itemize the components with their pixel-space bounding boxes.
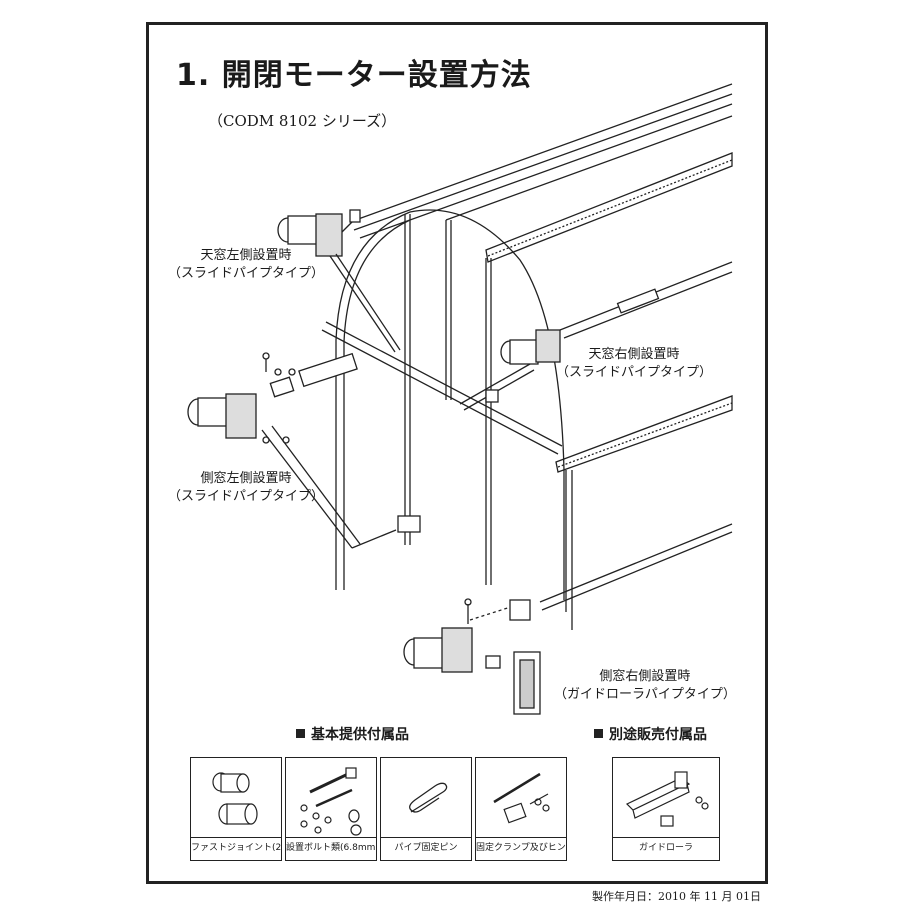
roof-right-motor bbox=[459, 329, 561, 411]
accessory-bolts: 設置ボルト類(6.8mm) bbox=[285, 757, 377, 861]
label-roof-right: 天窓右側設置時 （スライドパイプタイプ） bbox=[556, 347, 713, 380]
label-roof-left: 天窓左側設置時 （スライドパイプタイプ） bbox=[168, 248, 325, 281]
accessory-guide-roller: ガイドローラ bbox=[612, 757, 720, 861]
side-pipe bbox=[539, 523, 733, 611]
square-bullet-icon bbox=[594, 729, 603, 738]
accessory-clamp-hinge: 固定クランプ及びヒンジボルト bbox=[475, 757, 567, 861]
production-date: 製作年月日：2010 年 11 月 01日 bbox=[592, 890, 761, 903]
roof-slide-pipe bbox=[559, 261, 733, 339]
fast-joint-icon bbox=[212, 772, 258, 825]
side-left-motor bbox=[187, 352, 421, 549]
side-right-motor bbox=[403, 598, 541, 715]
accessory-fast-joint: ファストジョイント(25mm) bbox=[190, 757, 282, 861]
roof-left-motor bbox=[277, 209, 401, 353]
label-side-left: 側窓左側設置時 （スライドパイプタイプ） bbox=[168, 471, 325, 504]
tie-beam bbox=[321, 321, 563, 455]
section-optional-accessories: 別途販売付属品 bbox=[594, 724, 707, 744]
arches bbox=[335, 209, 573, 630]
square-bullet-icon bbox=[296, 729, 305, 738]
page-frame bbox=[146, 22, 768, 884]
pipe-pin-icon bbox=[409, 782, 448, 813]
side-gutter bbox=[555, 395, 733, 473]
clamp-hinge-icon bbox=[493, 772, 550, 824]
page-subtitle: （CODM 8102 シリーズ） bbox=[208, 112, 397, 130]
page-title: 1. 開閉モーター設置方法 bbox=[176, 58, 532, 93]
accessory-pipe-pin: パイプ固定ピン bbox=[380, 757, 472, 861]
bolt-set-icon bbox=[300, 767, 362, 836]
ridge-gutter bbox=[485, 152, 733, 263]
section-basic-accessories: 基本提供付属品 bbox=[296, 724, 409, 744]
label-side-right: 側窓右側設置時 （ガイドローラパイプタイプ） bbox=[554, 669, 736, 702]
guide-roller-icon bbox=[625, 771, 709, 827]
roof-pipes bbox=[349, 83, 733, 239]
